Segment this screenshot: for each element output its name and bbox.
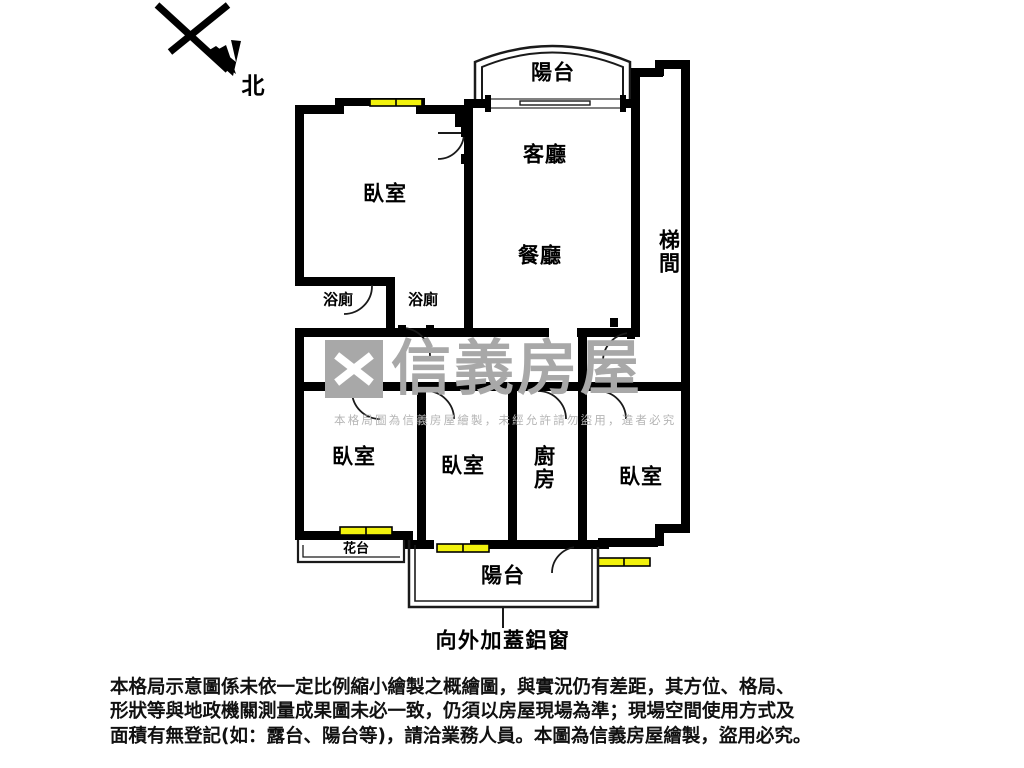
- balcony-top-outline: [473, 44, 632, 101]
- disclaimer-line-1: 本格局示意圖係未依一定比例縮小繪製之概繪圖，與實況仍有差距，其方位、格局、: [110, 677, 795, 698]
- room-label-stairwell: 梯間: [656, 229, 681, 275]
- room-label-bathroom-left: 浴廁: [322, 290, 354, 309]
- room-label-bathroom-right: 浴廁: [407, 290, 439, 309]
- room-label-living-room: 客廳: [523, 142, 567, 167]
- disclaimer-text: 本格局示意圖係未依一定比例縮小繪製之概繪圖，與實況仍有差距，其方位、格局、 形狀…: [110, 676, 915, 749]
- north-arrow-icon: [154, 2, 241, 76]
- room-label-dining-room: 餐廳: [518, 243, 562, 268]
- room-label-bedroom-lower-mid: 臥室: [441, 453, 485, 478]
- room-label-balcony-top: 陽台: [531, 60, 575, 85]
- room-label-balcony-bottom: 陽台: [481, 563, 525, 588]
- room-label-bedroom-lower-right: 臥室: [619, 464, 663, 489]
- disclaimer-line-2: 形狀等與地政機關測量成果圖未必一致，仍須以房屋現場為準；現場空間使用方式及: [110, 701, 795, 723]
- windows: [339, 98, 651, 567]
- room-label-kitchen: 廚房: [531, 445, 556, 491]
- flower-bed-outline: [296, 540, 406, 564]
- balcony-sliding-door: [485, 95, 626, 112]
- room-label-flower-bed: 花台: [342, 541, 370, 557]
- room-label-bedroom-top-left: 臥室: [363, 181, 407, 206]
- room-label-bedroom-lower-left: 臥室: [332, 444, 376, 469]
- callout-label-aluminum-window: 向外加蓋鋁窗: [435, 628, 571, 653]
- north-label: 北: [241, 73, 265, 100]
- disclaimer-line-3: 面積有無登記(如：露台、陽台等)，請洽業務人員。本圖為信義房屋繪製，盜用必究。: [110, 725, 812, 747]
- watermark-notice: 本格局圖為信義房屋繪製，未經允許請勿盜用，違者必究: [334, 413, 677, 427]
